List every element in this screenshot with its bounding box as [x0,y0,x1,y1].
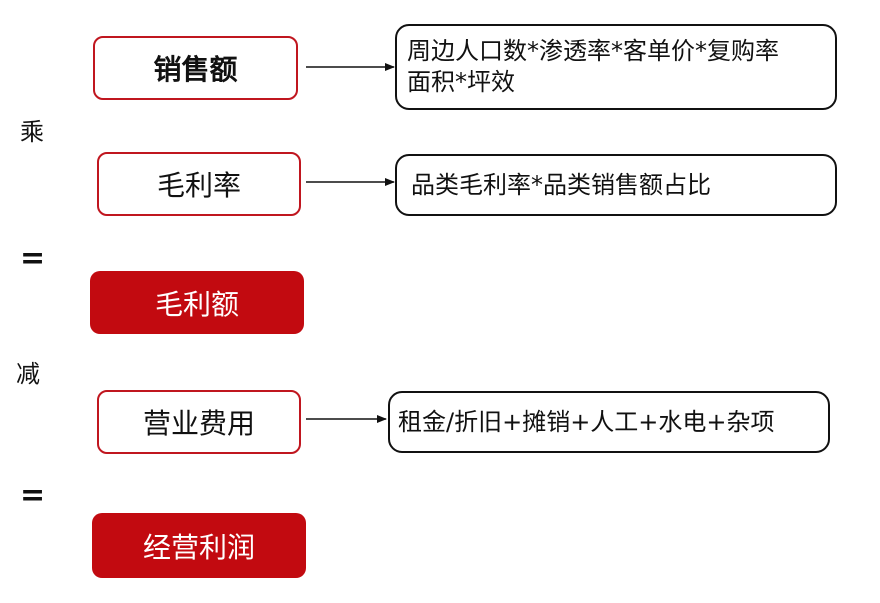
gross-margin-formula-text: 品类毛利率*品类销售额占比 [411,170,711,199]
gross-margin-rate-box: 毛利率 [97,152,301,216]
multiply-operator: 乘 [20,118,44,146]
operating-expenses-formula-box: 租金/折旧+摊销+人工+水电+杂项 [388,391,830,453]
operating-profit-box: 经营利润 [92,513,306,578]
sales-formula-line-2: 面积*坪效 [407,68,515,96]
operating-expenses-box: 营业费用 [97,390,301,454]
gross-margin-formula-box: 品类毛利率*品类销售额占比 [395,154,837,216]
equals-operator: = [20,241,46,276]
equals-operator-2: = [20,478,46,513]
sales-formula-line-1: 周边人口数*渗透率*客单价*复购率 [407,37,779,65]
sales-box: 销售额 [93,36,298,100]
gross-profit-box: 毛利额 [90,271,304,334]
operating-expenses-formula-text: 租金/折旧+摊销+人工+水电+杂项 [398,407,775,436]
subtract-operator: 减 [16,360,40,388]
sales-formula-box: 周边人口数*渗透率*客单价*复购率 面积*坪效 [395,24,837,110]
